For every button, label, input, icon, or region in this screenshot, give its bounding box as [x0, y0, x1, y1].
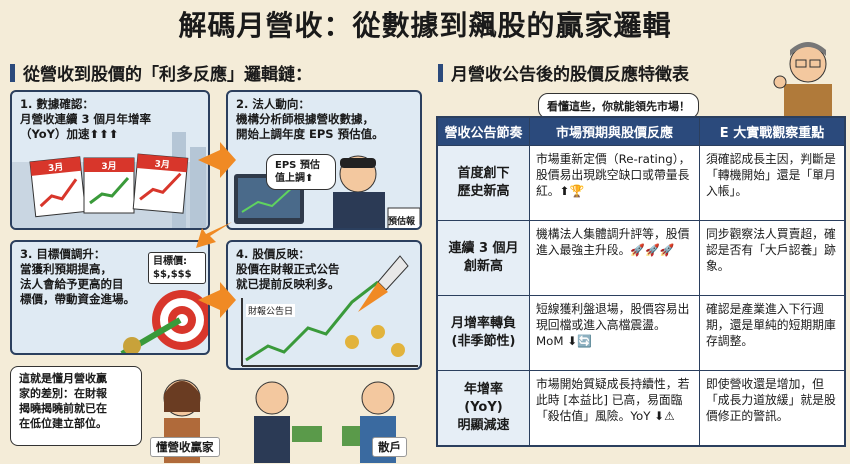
eps-note: EPS 預估 值上調⬆	[266, 154, 336, 190]
step-3-text: 3. 目標價調升： 當獲利預期提高， 法人會給予更高的目 標價，帶動資金進場。	[20, 247, 135, 306]
heading-bar	[10, 63, 15, 82]
calendar-illustration: 3月 3月 3月	[12, 132, 208, 228]
right-section-heading: 月營收公告後的股價反應特徵表	[438, 60, 689, 85]
table-header-row: 營收公告節奏 市場預期與股價反應 E 大實戰觀察重點	[438, 118, 844, 145]
page-title: 解碼月營收：從數據到飆股的贏家邏輯	[178, 9, 672, 42]
step-1-text: 1. 數據確認： 月營收連續 3 個月年增率 （YoY）加速⬆⬆⬆	[20, 97, 152, 141]
step-3-panel: 3. 目標價調升： 當獲利預期提高， 法人會給予更高的目 標價，帶動資金進場。 …	[10, 240, 210, 355]
target-illustration	[120, 290, 208, 353]
table-cell: 月增率轉負 (非季節性)	[438, 296, 530, 370]
table-row: 連續 3 個月 創新高 機構法人集體調升評等，股價進入最強主升段。🚀🚀🚀 同步觀…	[438, 220, 844, 295]
table-cell: 須確認成長主因，判斷是「轉機開始」還是「單月入帳」。	[706, 152, 836, 198]
table-cell: 短線獲利盤退場，股價容易出現回檔或進入高檔震盪。MoM ⬇🔄	[530, 296, 700, 370]
table-header: 市場預期與股價反應	[530, 118, 700, 145]
winner-speech-bubble: 這就是懂月營收贏 家的差別：在財報 揭曉揭曉前就已在 在低位建立部位。	[10, 366, 142, 446]
table-cell: 年增率 (YoY) 明顯減速	[438, 371, 530, 445]
step-1-panel: 1. 數據確認： 月營收連續 3 個月年增率 （YoY）加速⬆⬆⬆ 3月 3月 …	[10, 90, 210, 230]
table-cell: 連續 3 個月 創新高	[438, 221, 530, 295]
table-cell: 確認是產業進入下行週期，還是單純的短期期庫存調整。	[706, 302, 836, 348]
table-cell: 市場重新定價（Re-rating），股價易出現跳空缺口或帶量長紅。⬆🏆	[530, 146, 700, 220]
rocket-chart-illustration	[241, 255, 418, 367]
table-cell: 同步觀察法人買賣超，確認是否有「大戶認養」跡象。	[706, 227, 836, 273]
report-label: 預估報告	[388, 217, 416, 227]
presenter-avatar	[773, 42, 832, 116]
left-heading-text: 從營收到股價的「利多反應」邏輯鏈：	[23, 65, 312, 85]
target-price-sign: 目標價: $$,$$$	[148, 252, 206, 284]
heading-bar	[438, 63, 443, 82]
table-cell: 首度創下 歷史新高	[438, 146, 530, 220]
table-header: E 大實戰觀察重點	[700, 118, 844, 145]
table-cell: 機構法人集體調升評等，股價進入最強主升段。🚀🚀🚀	[530, 221, 700, 295]
step-4-text: 4. 股價反映： 股價在財報正式公告 就已提前反映利多。	[236, 247, 340, 291]
reaction-table: 營收公告節奏 市場預期與股價反應 E 大實戰觀察重點 首度創下 歷史新高 市場重…	[436, 116, 846, 447]
calendar-label: 3月	[154, 159, 170, 171]
table-row: 年增率 (YoY) 明顯減速 市場開始質疑成長持續性，若此時 [本益比] 已高，…	[438, 370, 844, 445]
right-heading-text: 月營收公告後的股價反應特徵表	[451, 65, 689, 85]
chart-label: 財報公告日	[246, 304, 296, 317]
retail-label: 散戶	[372, 437, 407, 457]
step-4-panel: 4. 股價反映： 股價在財報正式公告 就已提前反映利多。 財報公告日	[226, 240, 422, 370]
table-cell: 即使營收還是增加，但「成長力道放緩」就是股價修正的警訊。	[706, 377, 836, 423]
table-header: 營收公告節奏	[438, 118, 530, 145]
table-row: 首度創下 歷史新高 市場重新定價（Re-rating），股價易出現跳空缺口或帶量…	[438, 145, 844, 220]
analyst-illustration	[234, 155, 420, 228]
step-2-text: 2. 法人動向： 機構分析師根據營收數據， 開始上調年度 EPS 預估值。	[236, 97, 384, 141]
table-cell: 市場開始質疑成長持續性，若此時 [本益比] 已高，易面臨「殺估值」風險。YoY …	[530, 371, 700, 445]
left-section-heading: 從營收到股價的「利多反應」邏輯鏈：	[10, 60, 312, 85]
step-2-panel: 2. 法人動向： 機構分析師根據營收數據， 開始上調年度 EPS 預估值。 EP…	[226, 90, 422, 230]
calendar-label: 3月	[48, 162, 64, 175]
calendar-label: 3月	[101, 161, 116, 172]
table-row: 月增率轉負 (非季節性) 短線獲利盤退場，股價容易出現回檔或進入高檔震盪。MoM…	[438, 295, 844, 370]
winner-label: 懂營收贏家	[150, 437, 220, 457]
